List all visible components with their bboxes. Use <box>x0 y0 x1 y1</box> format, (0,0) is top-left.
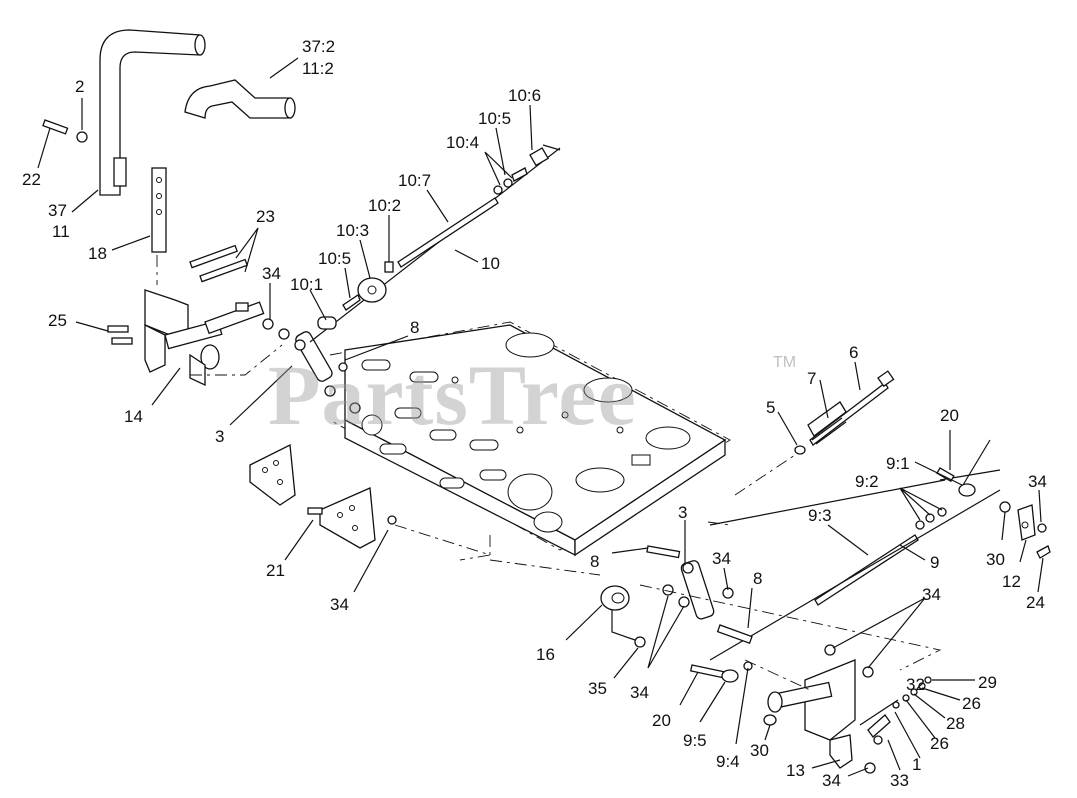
callout: 11:2 <box>302 59 334 78</box>
callout: 12 <box>1002 572 1021 591</box>
callout: 8 <box>753 569 762 588</box>
callout: 11 <box>52 222 70 241</box>
bracket-12 <box>999 501 1051 559</box>
callout: 34 <box>922 585 941 604</box>
callout: 34 <box>822 771 841 790</box>
callout: 32 <box>906 675 925 694</box>
callout: 8 <box>590 552 599 571</box>
callout: 8 <box>410 318 419 337</box>
callout: 10:7 <box>398 171 431 190</box>
assembly-lines <box>190 344 942 691</box>
callout: 37 <box>48 201 67 220</box>
callout: 25 <box>48 311 67 330</box>
rod-assembly <box>309 144 561 343</box>
callout: 9 <box>930 553 939 572</box>
callout: 2 <box>75 77 84 96</box>
callout: 1 <box>912 755 921 774</box>
callout: 9:2 <box>855 472 879 491</box>
callout: 9:1 <box>886 454 910 473</box>
watermark-trademark: TM <box>773 354 797 371</box>
callout: 3 <box>215 427 224 446</box>
callout: 10:5 <box>318 249 351 268</box>
right-bracket <box>689 644 932 774</box>
rod-9 <box>709 439 1001 661</box>
callout: 9:3 <box>808 506 832 525</box>
callout: 21 <box>266 561 285 580</box>
callout: 24 <box>1026 593 1045 612</box>
callout: 34 <box>712 549 731 568</box>
side-plates <box>249 443 397 549</box>
callout: 35 <box>588 679 607 698</box>
callout: 26 <box>962 694 981 713</box>
callout: 7 <box>807 369 816 388</box>
callout: 20 <box>652 711 671 730</box>
callout: 10:1 <box>290 275 323 294</box>
callout: 34 <box>1028 472 1047 491</box>
callout: 30 <box>986 550 1005 569</box>
callout: 13 <box>786 761 805 780</box>
callout: 10:4 <box>446 133 479 152</box>
callout: 10 <box>481 254 500 273</box>
callout: 9:5 <box>683 731 707 750</box>
callout: 18 <box>88 244 107 263</box>
callout: 14 <box>124 407 143 426</box>
callout: 33 <box>890 771 909 790</box>
shock-left <box>294 331 333 382</box>
callout: 10:3 <box>336 221 369 240</box>
callout: 5 <box>766 398 775 417</box>
callout: 34 <box>630 683 649 702</box>
chassis-deck <box>329 321 731 557</box>
shock-center <box>646 545 753 645</box>
callout: 20 <box>940 406 959 425</box>
hardware-left <box>42 119 361 414</box>
left-bracket <box>144 289 265 387</box>
callout: 29 <box>978 673 997 692</box>
callout: 37:2 <box>302 37 335 56</box>
spring-rod <box>794 370 895 455</box>
callout: 10:6 <box>508 86 541 105</box>
link-bar <box>151 167 167 285</box>
callout: 10:2 <box>368 196 401 215</box>
leader-lines <box>37 57 1044 777</box>
callout: 6 <box>849 343 858 362</box>
callout: 10:5 <box>478 109 511 128</box>
watermark-text: PartsTree <box>268 347 637 443</box>
callout: 30 <box>750 741 769 760</box>
callout: 26 <box>930 734 949 753</box>
callout: 23 <box>256 207 275 226</box>
callout-labels: 37:2 11:2 2 22 37 11 18 23 34 25 14 3 10… <box>22 37 1047 790</box>
callout: 34 <box>330 595 349 614</box>
handle-assembly <box>99 29 296 196</box>
grommet <box>600 585 646 648</box>
callout: 16 <box>536 645 555 664</box>
callout: 3 <box>678 503 687 522</box>
callout: 9:4 <box>716 752 740 771</box>
callout: 22 <box>22 170 41 189</box>
callout: 28 <box>946 714 965 733</box>
callout: 34 <box>262 264 281 283</box>
